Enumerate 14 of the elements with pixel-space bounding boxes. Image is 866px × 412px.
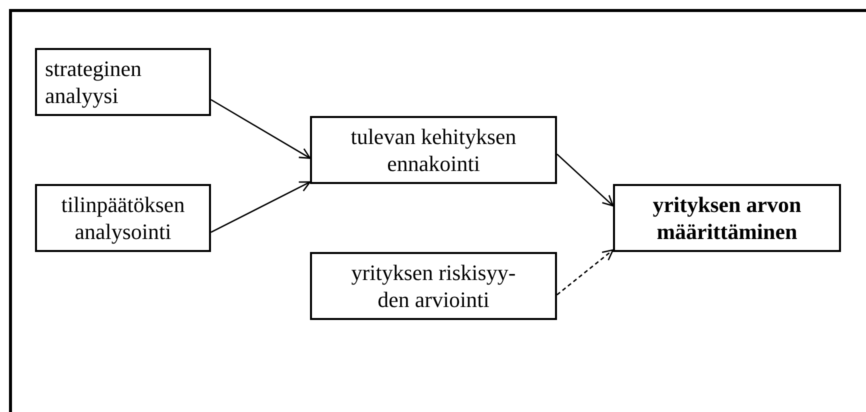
box-label: tulevan kehityksen ennakointi [350,123,518,177]
arrow [210,99,311,159]
process-box [310,116,557,184]
box-label: tilinpäätöksen analysointi [60,191,186,245]
arrow [210,181,311,233]
box-label: strateginen analyysi [45,55,143,109]
process-box [35,184,211,252]
arrow [556,154,614,206]
arrow [556,249,614,296]
process-box [310,252,557,320]
process-box [613,184,841,252]
box-label: yrityksen riskisyy- den arviointi [350,259,517,313]
process-box [35,48,211,116]
box-label: yrityksen arvon määrittäminen [652,191,802,245]
